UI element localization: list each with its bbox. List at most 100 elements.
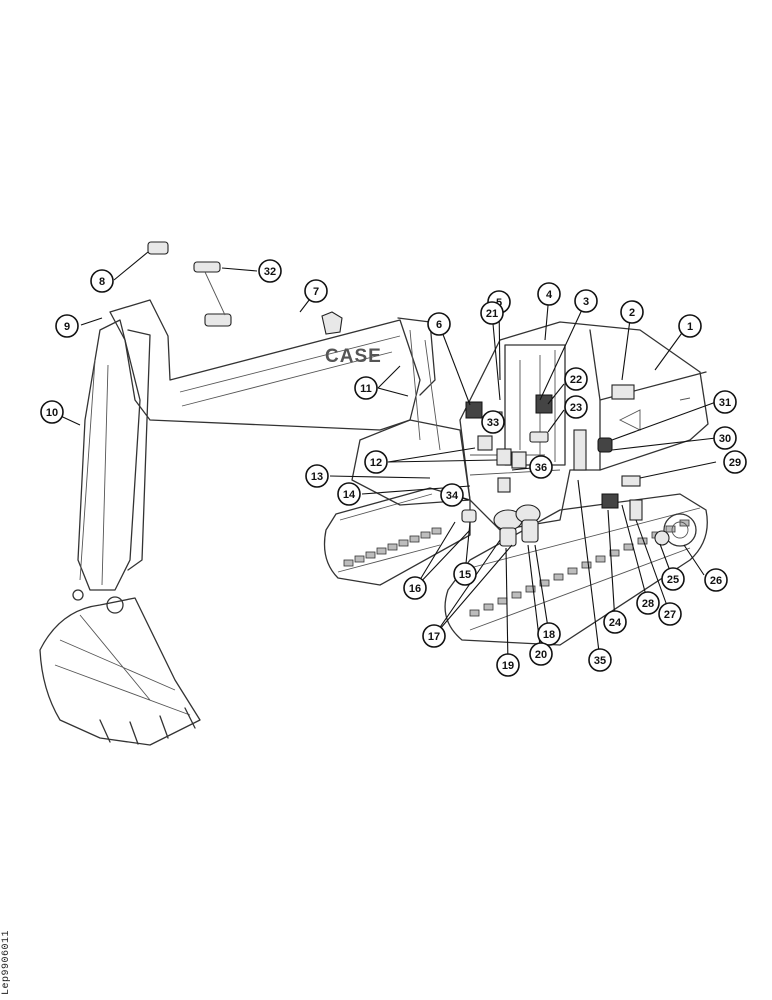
callout-label: 18 xyxy=(543,629,555,641)
callout-label: 4 xyxy=(546,289,553,301)
callout-label: 10 xyxy=(46,407,58,419)
callout-32: 32 xyxy=(258,259,282,283)
callout-label: 14 xyxy=(343,489,356,501)
callout-label: 24 xyxy=(609,617,622,629)
callout-label: 28 xyxy=(642,598,654,610)
callout-31: 31 xyxy=(713,390,737,414)
callout-circle xyxy=(337,482,361,506)
callout-circle xyxy=(422,624,446,648)
callout-label: 17 xyxy=(428,631,440,643)
callout-4: 4 xyxy=(537,282,561,306)
track-shoe xyxy=(665,525,676,533)
callout-8: 8 xyxy=(90,269,114,293)
track-shoe xyxy=(409,535,420,543)
callout-label: 23 xyxy=(570,402,582,414)
callout-9: 9 xyxy=(55,314,79,338)
track-shoe xyxy=(365,551,376,559)
part-7-shape xyxy=(321,311,343,335)
callout-label: 8 xyxy=(99,276,105,288)
callout-label: 7 xyxy=(313,286,319,298)
callout-label: 2 xyxy=(629,307,635,319)
track-shoe xyxy=(581,561,592,569)
callout-29: 29 xyxy=(723,450,747,474)
callout-circle xyxy=(305,464,329,488)
callout-label: 31 xyxy=(719,397,731,409)
callout-circle xyxy=(564,395,588,419)
callout-27: 27 xyxy=(658,602,682,626)
callout-label: 27 xyxy=(664,609,676,621)
callout-10: 10 xyxy=(40,400,64,424)
track-shoe xyxy=(398,539,409,547)
callout-label: 5 xyxy=(496,297,502,309)
callout-circle xyxy=(403,576,427,600)
callout-circle xyxy=(480,301,504,325)
callout-label: 33 xyxy=(487,417,499,429)
callout-circle xyxy=(537,622,561,646)
callout-label: 11 xyxy=(360,383,372,395)
callout-label: 16 xyxy=(409,583,421,595)
callout-circle xyxy=(678,314,702,338)
callout-label: 13 xyxy=(311,471,323,483)
callout-3: 3 xyxy=(574,289,598,313)
callout-33: 33 xyxy=(481,410,505,434)
callout-13: 13 xyxy=(305,464,329,488)
callout-23: 23 xyxy=(564,395,588,419)
callout-label: 3 xyxy=(583,296,589,308)
track-shoe xyxy=(431,527,442,535)
callout-circle xyxy=(713,390,737,414)
callout-circle xyxy=(713,426,737,450)
callout-17: 17 xyxy=(422,624,446,648)
callout-circle xyxy=(354,376,378,400)
arm xyxy=(77,319,151,591)
bucket xyxy=(39,589,201,746)
callout-circle xyxy=(537,282,561,306)
callout-circle xyxy=(620,300,644,324)
track-shoe xyxy=(567,567,578,575)
callout-26: 26 xyxy=(704,568,728,592)
callout-22: 22 xyxy=(564,367,588,391)
track-shoe xyxy=(469,609,480,617)
callout-34: 34 xyxy=(440,483,464,507)
callout-36: 36 xyxy=(529,455,553,479)
callout-circle xyxy=(704,568,728,592)
boom: CASE xyxy=(109,299,441,451)
callout-label: 32 xyxy=(264,266,276,278)
callout-label: 29 xyxy=(729,457,741,469)
callout-circle xyxy=(529,642,553,666)
callout-circle xyxy=(636,591,660,615)
callout-circle xyxy=(481,410,505,434)
callout-circle xyxy=(603,610,627,634)
excavator-drawing: CASE xyxy=(39,241,709,746)
callout-21: 21 xyxy=(480,301,504,325)
callout-label: 36 xyxy=(535,462,547,474)
callout-label: 25 xyxy=(667,574,679,586)
track-shoe xyxy=(420,531,431,539)
callout-label: 15 xyxy=(459,569,471,581)
callout-15: 15 xyxy=(453,562,477,586)
leader-lines xyxy=(51,251,717,666)
callout-label: 9 xyxy=(64,321,70,333)
callout-circle xyxy=(588,648,612,672)
callout-circle xyxy=(90,269,114,293)
callout-label: 12 xyxy=(370,457,382,469)
callout-20: 20 xyxy=(529,642,553,666)
callout-circle xyxy=(258,259,282,283)
track-shoe xyxy=(553,573,564,581)
callout-14: 14 xyxy=(337,482,361,506)
upper-structure xyxy=(351,321,709,531)
callout-label: 34 xyxy=(446,490,459,502)
callout-19: 19 xyxy=(496,653,520,677)
track-shoe xyxy=(525,585,536,593)
callout-label: 30 xyxy=(719,433,731,445)
callout-label: 26 xyxy=(710,575,722,587)
callout-label: 35 xyxy=(594,655,606,667)
part-6-shape xyxy=(465,401,483,419)
callout-circle xyxy=(496,653,520,677)
track-shoe xyxy=(497,597,508,605)
callout-label: 21 xyxy=(486,308,498,320)
callout-label: 1 xyxy=(687,321,693,333)
callout-24: 24 xyxy=(603,610,627,634)
boom-brand-text: CASE xyxy=(325,346,382,367)
